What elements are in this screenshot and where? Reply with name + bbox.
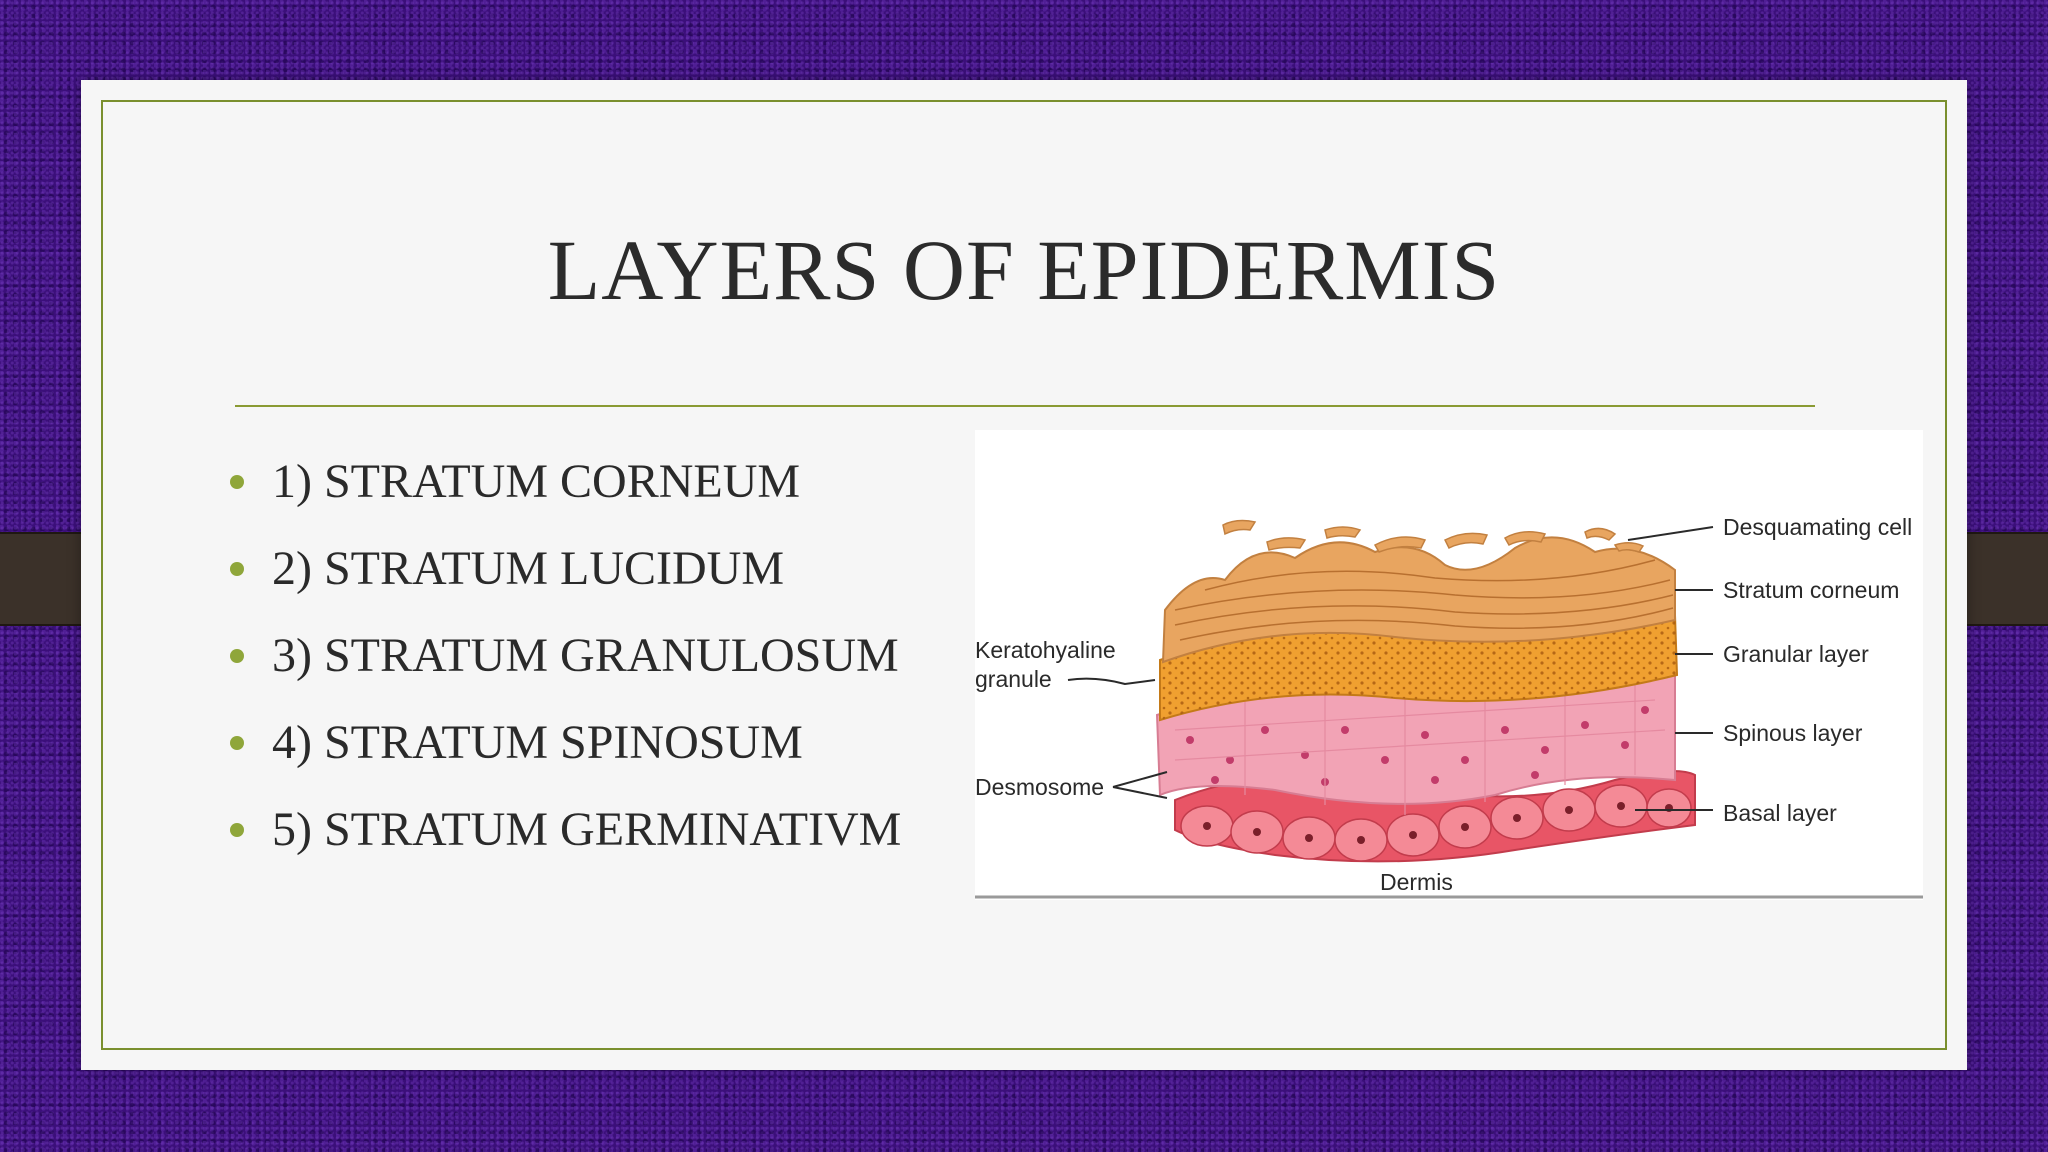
label-granular-layer: Granular layer bbox=[1723, 641, 1869, 667]
list-item-text: 3) STRATUM GRANULOSUM bbox=[272, 629, 899, 682]
title-divider bbox=[235, 405, 1815, 407]
label-stratum-corneum: Stratum corneum bbox=[1723, 577, 1899, 603]
spinous-layer-shape bbox=[1155, 668, 1676, 815]
epidermis-diagram: Desquamating cell Stratum corneum Granul… bbox=[975, 430, 1923, 900]
label-keratohyaline-line2: granule bbox=[975, 666, 1052, 692]
corneum-layer-shape bbox=[1161, 536, 1676, 664]
bullet-icon bbox=[230, 735, 244, 750]
label-spinous-layer: Spinous layer bbox=[1723, 720, 1863, 746]
list-item: 4) STRATUM SPINOSUM bbox=[230, 699, 901, 786]
label-keratohyaline-line1: Keratohyaline bbox=[975, 637, 1116, 663]
bullet-icon bbox=[230, 561, 244, 576]
slide-title: LAYERS OF EPIDERMIS bbox=[547, 222, 1501, 318]
label-desquamating-cell: Desquamating cell bbox=[1723, 514, 1912, 540]
list-item-text: 4) STRATUM SPINOSUM bbox=[272, 716, 803, 769]
list-item-text: 5) STRATUM GERMINATIVM bbox=[272, 803, 902, 856]
layer-list: 1) STRATUM CORNEUM 2) STRATUM LUCIDUM 3)… bbox=[230, 438, 901, 873]
granular-layer-shape bbox=[1159, 613, 1679, 722]
list-item: 1) STRATUM CORNEUM bbox=[230, 438, 901, 525]
list-item: 5) STRATUM GERMINATIVM bbox=[230, 786, 901, 873]
slide-border bbox=[101, 100, 1947, 1050]
list-item-text: 2) STRATUM LUCIDUM bbox=[272, 542, 785, 595]
bullet-icon bbox=[230, 474, 244, 489]
list-item: 2) STRATUM LUCIDUM bbox=[230, 525, 901, 612]
bullet-icon bbox=[230, 648, 244, 663]
label-dermis: Dermis bbox=[1380, 869, 1453, 895]
leader-lines bbox=[1067, 526, 1714, 811]
list-item: 3) STRATUM GRANULOSUM bbox=[230, 612, 901, 699]
list-item-text: 1) STRATUM CORNEUM bbox=[272, 455, 801, 508]
desquamating-cells bbox=[1222, 519, 1645, 553]
bullet-icon bbox=[230, 822, 244, 837]
label-desmosome: Desmosome bbox=[975, 774, 1104, 800]
label-basal-layer: Basal layer bbox=[1723, 800, 1837, 826]
